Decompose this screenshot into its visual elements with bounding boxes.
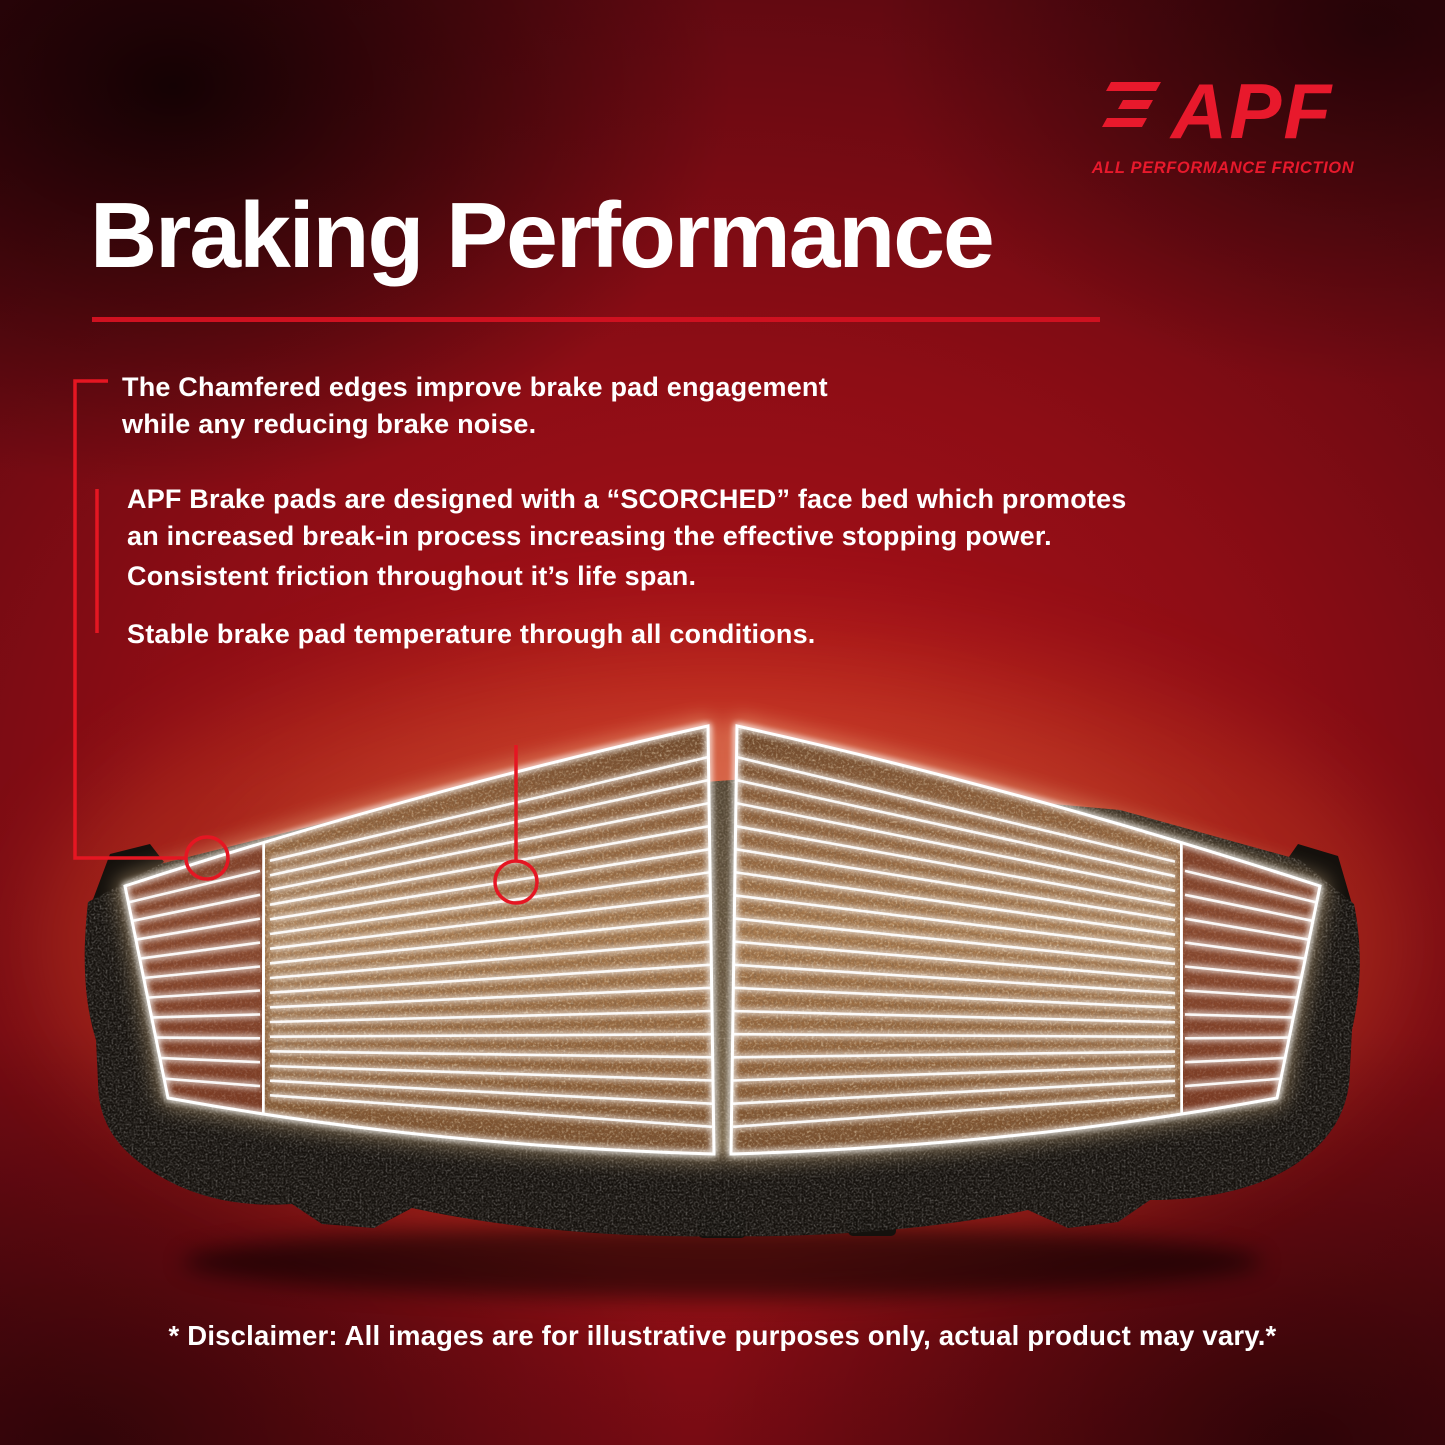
speed-line-2 [1118,100,1153,109]
apf-logo-mark: APF [1102,67,1333,155]
floor-shadow [182,1226,1262,1298]
callout-line-chamfer [73,379,186,860]
callout-circle-scorched [493,859,539,905]
page-title: Braking Performance [90,183,995,287]
callout-scorched-face: APF Brake pads are designed with a “SCOR… [127,484,1127,552]
callout-stable-temperature: Stable brake pad temperature through all… [127,619,816,649]
callout-consistent-friction: Consistent friction throughout it’s life… [127,561,697,591]
apf-logo-text: APF [1169,67,1333,152]
apf-logo: APF ALL PERFORMANCE FRICTION [1083,60,1363,178]
apf-logo-tagline: ALL PERFORMANCE FRICTION [1091,159,1355,177]
callout-annotations [73,379,539,905]
callout-circle-chamfer [184,835,230,881]
disclaimer-text: * Disclaimer: All images are for illustr… [168,1320,1277,1351]
callout-chamfered-edges: The Chamfered edges improve brake pad en… [122,372,828,440]
title-underline [92,317,1100,322]
speed-line-1 [1106,82,1161,91]
speed-line-3 [1102,118,1147,127]
